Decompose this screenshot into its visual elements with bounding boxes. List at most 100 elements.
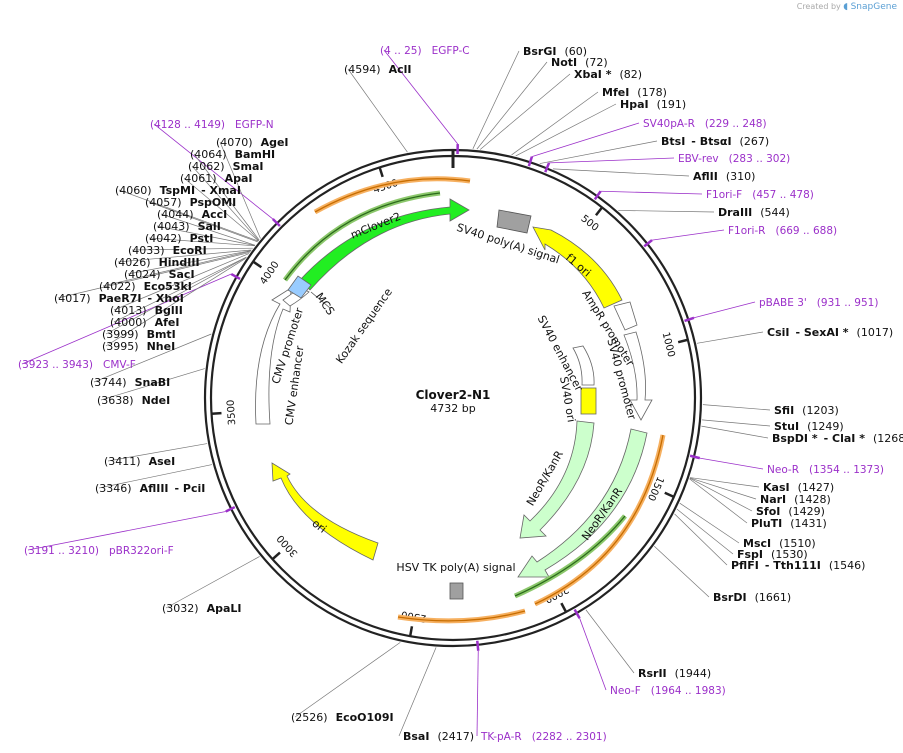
site-sfii[interactable]: SfiI(1203): [774, 404, 839, 417]
leader-asei: [107, 443, 208, 462]
leader-nari: [689, 477, 757, 500]
leader-apai: [183, 177, 259, 242]
site-afliii[interactable]: (3346)AflIII- PciI: [95, 482, 205, 495]
primer-leader-f1ori-r: [651, 229, 725, 241]
site-acci[interactable]: (4044)AccI: [157, 208, 227, 221]
primer-cmv-f[interactable]: (3923 .. 3943)CMV-F: [18, 359, 136, 371]
primer-tk-pa-r[interactable]: TK-pA-R(2282 .. 2301): [480, 731, 607, 743]
site-smai[interactable]: (4062)SmaI: [188, 160, 263, 173]
site-saci[interactable]: (4024)SacI: [124, 268, 195, 281]
site-eco53ki[interactable]: (4022)Eco53kI: [99, 280, 192, 293]
primer-egfp-c[interactable]: (4 .. 25)EGFP-C: [380, 45, 470, 57]
site-kasi[interactable]: KasI(1427): [763, 481, 834, 494]
site-bsai[interactable]: BsaI(2417): [403, 730, 474, 743]
site-fspi[interactable]: FspI(1530): [737, 548, 808, 561]
primer-egfp-n[interactable]: (4128 .. 4149)EGFP-N: [150, 119, 274, 131]
site-bamhi[interactable]: (4064)BamHI: [190, 148, 275, 161]
site-sfoi[interactable]: SfoI(1429): [756, 505, 825, 518]
primer-marks: [21, 49, 764, 737]
ampr-promoter-arrow[interactable]: [613, 301, 638, 331]
sv40-enhancer-arrow[interactable]: [572, 345, 595, 386]
neor-kanr-inner-arrow[interactable]: [519, 420, 595, 539]
site-btsi[interactable]: BtsI- BtsαI(267): [661, 135, 769, 148]
sv40-polya-box[interactable]: [496, 209, 532, 234]
site-nari[interactable]: NarI(1428): [760, 493, 831, 506]
tick-mark-3500: [211, 411, 222, 415]
site-pspomi[interactable]: (4057)PspOMI: [145, 196, 236, 209]
site-ndei[interactable]: (3638)NdeI: [97, 394, 170, 407]
tick-label-3500: 3500: [226, 399, 239, 425]
site-xbai[interactable]: XbaI *(82): [574, 68, 642, 81]
primer-neo-f[interactable]: Neo-F(1964 .. 1983): [610, 685, 726, 697]
label-leaders: [57, 50, 771, 737]
leader-snabi: [93, 333, 212, 383]
site-agei[interactable]: (4070)AgeI: [216, 136, 289, 149]
site-ecoo109i[interactable]: (2526)EcoO109I: [291, 711, 394, 724]
site-draiii[interactable]: DraIII(544): [718, 206, 790, 219]
leader-kasi: [689, 477, 760, 488]
site-acli[interactable]: (4594)AclI: [344, 63, 411, 76]
leader-btsi: [539, 140, 658, 164]
sv40-ori-box[interactable]: [580, 387, 597, 415]
primer-f1ori-r[interactable]: F1ori-R(669 .. 688): [728, 225, 837, 237]
neor-kanr-outer-arrow[interactable]: [517, 428, 648, 578]
site-csii[interactable]: CsiI- SexAI *(1017): [767, 326, 893, 339]
primer-mark-f1ori-r: [643, 239, 653, 248]
site-asei[interactable]: (3411)AseI: [104, 455, 175, 468]
site-apali[interactable]: (3032)ApaLI: [162, 602, 242, 615]
site-ecori[interactable]: (4033)EcoRI: [128, 244, 207, 257]
site-stui[interactable]: StuI(1249): [774, 420, 844, 433]
leader-afliii: [98, 464, 213, 489]
f1-ori-arrow[interactable]: [532, 226, 623, 309]
site-bspdi[interactable]: BspDI *- ClaI *(1268): [772, 432, 903, 445]
mcs-box[interactable]: [287, 275, 312, 299]
sv40-promoter-arrow[interactable]: [623, 331, 653, 421]
site-afei[interactable]: (4000)AfeI: [110, 316, 179, 329]
primer-mark-tk-pa-r: [476, 640, 480, 651]
site-bglii[interactable]: (4013)BglII: [110, 304, 183, 317]
site-aflii[interactable]: AflII(310): [693, 170, 755, 183]
site-mfei[interactable]: MfeI(178): [602, 86, 667, 99]
tick-mark-3000: [271, 551, 281, 561]
leader-hindiii: [117, 249, 252, 263]
site-rsrii[interactable]: RsrII(1944): [638, 667, 711, 680]
site-noti[interactable]: NotI(72): [551, 56, 608, 69]
leader-stui: [702, 419, 771, 427]
hsv-tk-polya-box[interactable]: [449, 582, 464, 600]
site-hpai[interactable]: HpaI(191): [620, 98, 686, 111]
site-msci[interactable]: MscI(1510): [743, 537, 816, 550]
site-paer7i[interactable]: (4017)PaeR7I- XhoI: [54, 292, 184, 305]
site-bmti[interactable]: (3999)BmtI: [102, 328, 176, 341]
site-bsrgi[interactable]: BsrGI(60): [523, 45, 587, 58]
site-sali[interactable]: (4043)SalI: [153, 220, 221, 233]
restriction-site-labels: (4594)AclI BsrGI(60)NotI(72)XbaI *(82) Mfe…: [54, 45, 903, 743]
site-pflfi[interactable]: PflFI- Tth111I(1546): [731, 559, 865, 572]
watermark-brand: SnapGene: [850, 2, 897, 12]
leader-saci: [127, 250, 252, 275]
site-bsrdi[interactable]: BsrDI(1661): [713, 591, 791, 604]
site-tspmi[interactable]: (4060)TspMI- XmaI: [115, 184, 241, 197]
site-snabi[interactable]: (3744)SnaBI: [90, 376, 170, 389]
leader-ndei: [100, 368, 205, 401]
leader-hpai: [515, 103, 617, 157]
mclover2-arrow[interactable]: [299, 198, 470, 291]
primer-mark-egfp-n: [271, 218, 281, 227]
primer-neo-r[interactable]: Neo-R(1354 .. 1373): [767, 464, 884, 476]
leader-bsai: [398, 647, 437, 737]
primer-ebv-rev[interactable]: EBV-rev(283 .. 302): [678, 153, 790, 165]
leader-tspmi: [118, 189, 259, 242]
site-pluti[interactable]: PluTI(1431): [751, 517, 827, 530]
ori-arrow[interactable]: [271, 462, 379, 561]
primer-pbabe-3[interactable]: pBABE 3'(931 .. 951): [759, 297, 878, 309]
neo-f-primer-line: [514, 515, 626, 597]
primer-f1ori-f[interactable]: F1ori-F(457 .. 478): [706, 189, 814, 201]
site-psti[interactable]: (4042)PstI: [145, 232, 213, 245]
site-hindiii[interactable]: (4026)HindIII: [114, 256, 200, 269]
primer-pbr322ori-f[interactable]: (3191 .. 3210)pBR322ori-F: [24, 545, 174, 557]
leader-acci: [160, 213, 256, 246]
primer-leader-egfp-n: [153, 123, 274, 220]
plasmid-name: Clover2-N1: [416, 388, 491, 402]
site-nhei[interactable]: (3995)NheI: [102, 340, 175, 353]
primer-sv40pa-r[interactable]: SV40pA-R(229 .. 248): [643, 118, 767, 130]
site-apai[interactable]: (4061)ApaI: [180, 172, 252, 185]
